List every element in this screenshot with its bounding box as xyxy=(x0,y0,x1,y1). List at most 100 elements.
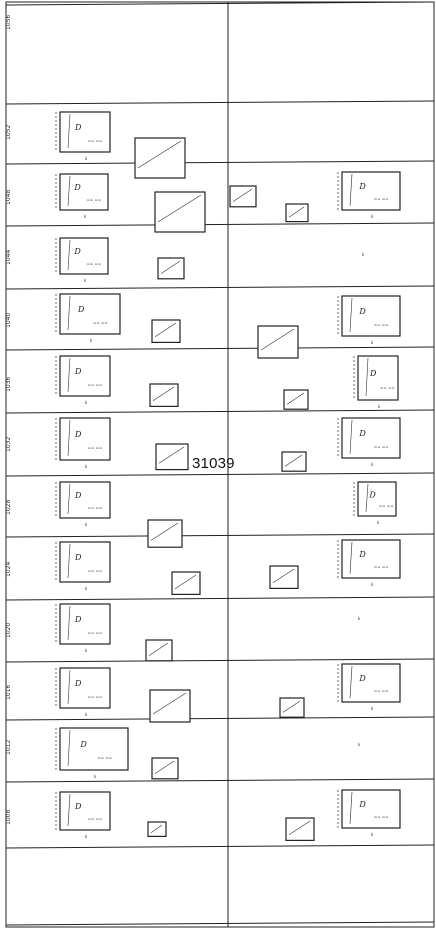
garage-outline xyxy=(281,451,307,472)
street-mark: k xyxy=(371,832,374,837)
garage-outline xyxy=(151,319,181,343)
lot-line xyxy=(5,844,435,849)
house: D== ==k xyxy=(55,293,121,343)
wall-line xyxy=(67,357,71,393)
garage-outline xyxy=(145,639,173,662)
garage-outline xyxy=(171,571,201,595)
lot-line xyxy=(5,596,435,601)
house: D== ==k xyxy=(55,237,109,283)
house: D== ==k xyxy=(55,173,109,219)
lot-line xyxy=(5,778,435,783)
house: D== ==k xyxy=(55,481,111,527)
house-mark: D xyxy=(358,182,366,191)
house-outline xyxy=(357,481,397,517)
vacant-lot-mark: k xyxy=(358,616,361,621)
garage-outline xyxy=(134,137,186,179)
wall-line xyxy=(67,669,71,705)
house-mark: D xyxy=(74,430,82,439)
vacant-lot-mark: k xyxy=(358,742,361,747)
garage-diag xyxy=(272,568,295,584)
house-outline xyxy=(59,481,111,519)
house: D== ==k xyxy=(55,111,111,161)
house-mark: D xyxy=(73,247,81,256)
garage-diag xyxy=(288,206,305,218)
dimension-mark: == == xyxy=(97,756,112,761)
garage-diag xyxy=(174,574,197,590)
garage xyxy=(147,519,183,548)
lot-rows: D== ==kD== ==kD== ==kD== ==kD== ==kD== =… xyxy=(5,1,435,926)
house-outline xyxy=(357,355,399,401)
dimension-mark: == == xyxy=(88,568,103,573)
wall-line xyxy=(365,357,369,397)
lot-label: 1008 xyxy=(5,810,12,825)
street-mark: k xyxy=(371,340,374,345)
garage-outline xyxy=(147,519,183,548)
garage xyxy=(154,191,206,233)
garage xyxy=(257,325,299,359)
garage-outline xyxy=(269,565,299,589)
garage-diag xyxy=(286,392,305,405)
house-outline xyxy=(59,417,111,461)
house-outline xyxy=(59,667,111,709)
house-outline xyxy=(59,173,109,211)
street-mark: k xyxy=(85,464,88,469)
wall-line xyxy=(67,295,71,331)
house-outline xyxy=(59,237,109,275)
lot-label: 1048 xyxy=(5,190,12,205)
garage-diag xyxy=(260,328,295,351)
garage xyxy=(229,185,257,208)
street-mark: k xyxy=(378,404,381,409)
wall-line xyxy=(67,113,71,149)
street-mark: k xyxy=(371,706,374,711)
house: D== ==k xyxy=(337,663,401,711)
garage-diag xyxy=(284,454,303,467)
house-outline xyxy=(59,603,111,645)
house: D== ==k xyxy=(337,789,401,837)
garage-outline xyxy=(149,383,179,407)
wall-line xyxy=(67,239,71,271)
lot-labels: 1056105210481044104010361032102810241020… xyxy=(5,15,12,825)
dimension-mark: == == xyxy=(374,565,389,570)
dimension-mark: == == xyxy=(380,385,395,390)
lot-label: 1044 xyxy=(5,250,12,265)
garage-outline xyxy=(157,257,185,280)
wall-line xyxy=(349,791,353,825)
dimension-mark: == == xyxy=(374,815,389,820)
street-mark: k xyxy=(85,586,88,591)
garage xyxy=(157,257,185,280)
street-mark: k xyxy=(371,462,374,467)
garage-outline xyxy=(155,443,189,471)
dimension-mark: == == xyxy=(88,382,103,387)
garage xyxy=(171,571,201,595)
lot-line xyxy=(5,409,435,414)
garage-diag xyxy=(154,760,175,774)
house-outline xyxy=(59,727,129,771)
house: D== ==k xyxy=(55,727,129,779)
house-mark: D xyxy=(74,679,82,688)
street-mark: k xyxy=(85,522,88,527)
dimension-mark: == == xyxy=(374,444,389,449)
garage xyxy=(285,203,309,223)
house-mark: D xyxy=(358,307,366,316)
wall-line xyxy=(349,297,353,333)
garage-outline xyxy=(285,203,309,223)
garage xyxy=(147,821,167,837)
street-mark: k xyxy=(371,582,374,587)
garage-outline xyxy=(283,389,309,410)
wall-line xyxy=(349,173,353,207)
house-mark: D xyxy=(74,491,82,500)
dimension-mark: == == xyxy=(88,138,103,143)
lot-line xyxy=(5,346,435,351)
street-mark: k xyxy=(90,338,93,343)
garage-outline xyxy=(229,185,257,208)
lot-line xyxy=(5,658,435,663)
lot-label: 1052 xyxy=(5,125,12,140)
lot-line xyxy=(5,533,435,538)
wall-line xyxy=(365,483,369,513)
house: D== ==k xyxy=(353,355,399,409)
house-mark: D xyxy=(77,305,85,314)
house-mark: D xyxy=(74,802,82,811)
wall-line xyxy=(67,175,71,207)
house-mark: D xyxy=(73,183,81,192)
